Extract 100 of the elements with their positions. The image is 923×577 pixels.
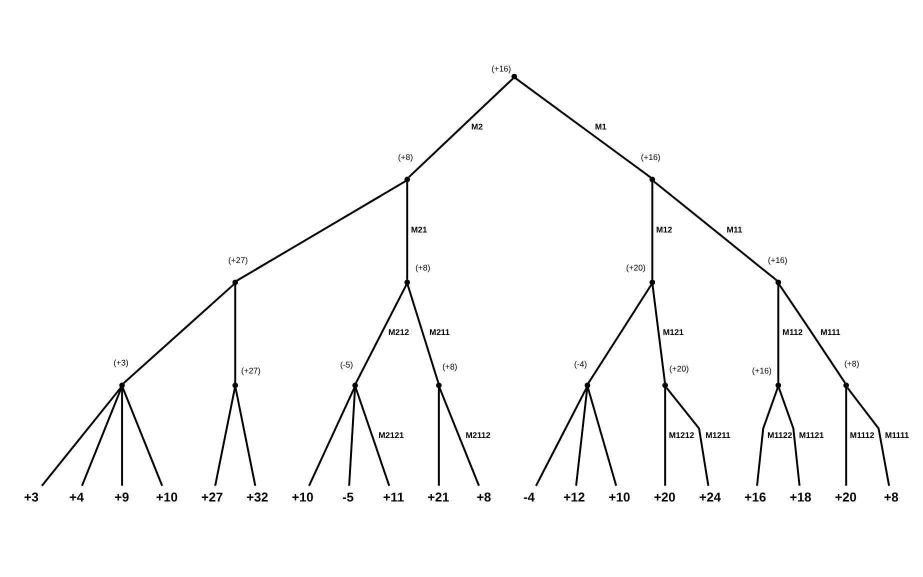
connector: [438, 387, 480, 486]
node-point: [650, 176, 656, 182]
node-label: (+8): [415, 262, 430, 272]
node-label: (+20): [669, 363, 689, 374]
connector: [354, 387, 390, 486]
node-label: (+27): [241, 365, 261, 376]
node-label: (-4): [574, 358, 588, 369]
connector: [666, 386, 710, 486]
connector: [515, 77, 652, 178]
node-text: +8: [476, 489, 492, 504]
node-text: +10: [156, 489, 178, 504]
connector: [438, 388, 440, 486]
node-point: [119, 382, 125, 388]
connector: [308, 386, 356, 486]
connector: [845, 388, 848, 486]
node-label: (+8): [442, 360, 458, 371]
connector: [588, 284, 652, 384]
edge-label: M1121: [799, 430, 824, 440]
node-point: [404, 279, 410, 285]
connector: [236, 180, 406, 281]
connector: [651, 181, 654, 280]
edge-label: M1122: [767, 430, 792, 440]
node-text: -4: [523, 489, 535, 504]
node-point: [511, 73, 518, 79]
connector: [778, 387, 800, 486]
connector: [652, 284, 666, 382]
connector: [406, 181, 408, 280]
edge-label: M21: [410, 224, 428, 234]
connector: [587, 387, 618, 486]
connector: [355, 284, 408, 383]
connector: [348, 387, 356, 486]
edge-label: M2121: [378, 430, 404, 440]
node-text: +24: [699, 489, 721, 504]
connector: [575, 387, 588, 486]
node-label: (+16): [752, 365, 772, 376]
edge-label: M12: [656, 224, 672, 234]
edge-label: M211: [429, 326, 450, 337]
connector: [664, 388, 666, 486]
node-text: +9: [114, 489, 130, 504]
connector: [778, 284, 846, 383]
edge-label: M111: [820, 326, 840, 337]
connector: [234, 284, 236, 382]
connector: [756, 387, 779, 486]
node-label: (+20): [626, 262, 646, 272]
connector: [122, 387, 164, 486]
node-label: (+3): [114, 357, 128, 368]
edge-label: M121: [662, 326, 684, 337]
edge-label: M2: [471, 120, 483, 131]
node-text: +20: [834, 489, 857, 504]
node-label: (+27): [228, 254, 248, 265]
connector: [121, 388, 124, 486]
connector: [234, 387, 256, 486]
connector: [81, 387, 122, 486]
edge-label: M1212: [668, 430, 694, 440]
node-label: (+8): [398, 151, 413, 162]
node-point: [404, 176, 410, 182]
edge-label: M1211: [706, 430, 730, 440]
node-point: [584, 382, 590, 388]
node-text: -5: [342, 489, 354, 504]
edge-label: M1111: [885, 430, 909, 440]
connector: [777, 284, 780, 382]
node-label: (+8): [844, 358, 860, 368]
connector: [535, 386, 588, 486]
edge-label: M212: [388, 326, 410, 337]
node-label: (+16): [491, 63, 512, 74]
node-point: [775, 382, 782, 388]
node-text: +11: [383, 489, 404, 504]
node-point: [775, 279, 782, 285]
node-point: [662, 382, 668, 388]
node-text: +12: [563, 489, 586, 504]
node-label: (+16): [640, 151, 660, 162]
node-point: [650, 279, 656, 285]
node-label: (-5): [340, 359, 354, 370]
edge-label: M1112: [850, 430, 874, 440]
connector: [214, 387, 236, 486]
connector: [123, 283, 234, 384]
node-point: [843, 382, 849, 388]
node-label: (+16): [768, 254, 788, 264]
connector: [408, 77, 514, 178]
node-text: +16: [744, 489, 766, 504]
node-text: +21: [428, 489, 450, 504]
node-text: +32: [246, 489, 268, 504]
connector: [653, 180, 778, 281]
node-point: [232, 382, 238, 388]
edge-label: M1: [595, 120, 607, 131]
connector: [41, 386, 122, 486]
connector: [406, 284, 440, 383]
node-text: +4: [69, 489, 84, 504]
node-point: [232, 279, 238, 285]
node-text: +18: [790, 489, 812, 504]
node-point: [436, 382, 442, 388]
node-text: +8: [884, 489, 898, 504]
edge-label: M11: [726, 224, 742, 234]
node-text: +27: [201, 489, 224, 504]
node-text: +10: [292, 489, 314, 504]
node-point: [352, 382, 358, 388]
connector: [846, 386, 890, 486]
edge-label: M112: [782, 326, 803, 337]
node-text: +20: [654, 489, 676, 504]
node-text: +10: [608, 489, 630, 504]
